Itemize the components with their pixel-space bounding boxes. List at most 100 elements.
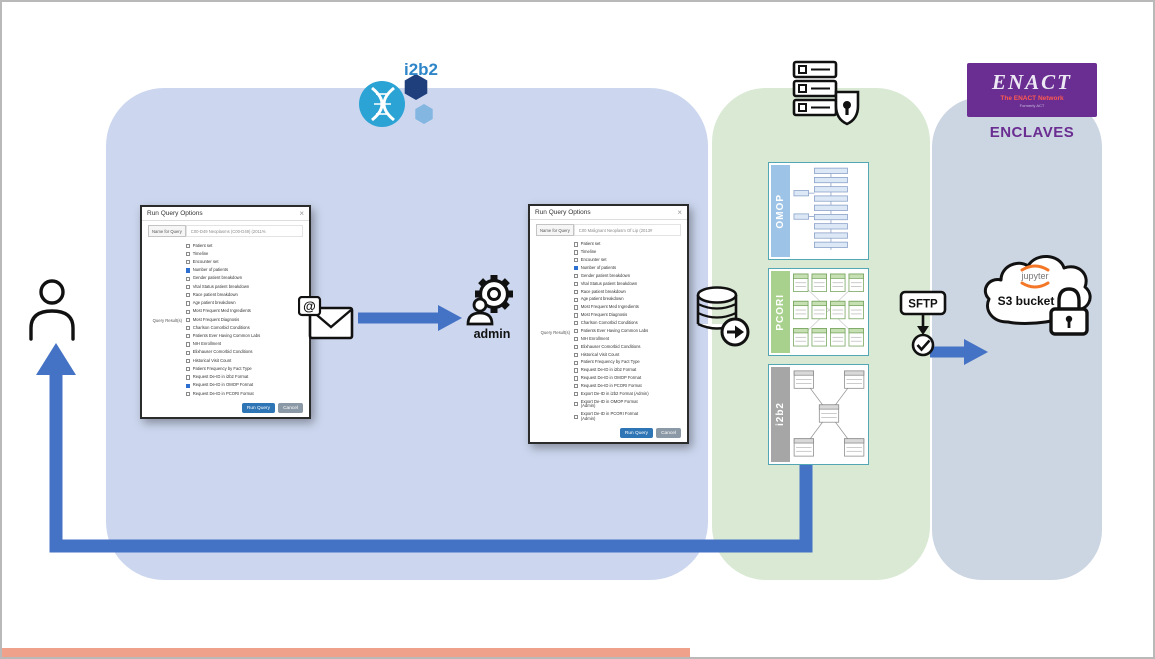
query-result-option[interactable]: Patients Ever Having Common Labs [186,333,303,339]
checkbox-icon[interactable] [186,284,191,290]
checkbox-icon[interactable] [574,273,579,279]
query-result-option[interactable]: Race patient breakdown [574,289,681,295]
checkbox-icon[interactable] [574,297,579,302]
query-result-option[interactable]: Elixhauser Comorbid Conditions [186,350,303,355]
query-result-option[interactable]: Patient Frequency by Fact Type [186,366,303,372]
checkbox-icon[interactable] [574,414,579,419]
query-result-option[interactable]: Patient set [574,242,681,247]
checkbox-icon[interactable] [574,336,579,342]
query-result-option[interactable]: Race patient breakdown [186,292,303,298]
option-label: Export De-ID in OMOP Format (Admin) [580,398,638,409]
query-result-option[interactable]: Request De-ID in i2b2 Format [186,374,303,380]
query-result-option[interactable]: Age patient breakdown [186,301,303,306]
checkbox-icon[interactable] [186,342,191,347]
checkbox-icon[interactable] [186,367,191,372]
run-query-button[interactable]: Run Query [241,403,276,413]
query-result-option[interactable]: Request De-ID in OMOP Format [574,376,681,381]
checkbox-icon[interactable] [186,309,191,314]
checkbox-icon[interactable] [574,376,579,381]
jupyter-label: jupyter [1020,271,1048,281]
checkbox-icon[interactable] [574,281,579,287]
checkbox-icon[interactable] [574,250,579,255]
checkbox-icon[interactable] [186,276,191,281]
checkbox-icon[interactable] [186,293,191,298]
query-result-option[interactable]: Vital Status patient breakdown [574,281,681,287]
query-result-option[interactable]: Timeline [574,250,681,255]
enact-subtitle: The ENACT Network [1000,95,1064,102]
option-label: Timeline [580,249,597,255]
query-result-option[interactable]: Export De-ID in OMOP Format (Admin) [574,398,681,409]
checkbox-icon[interactable] [186,301,191,306]
query-result-option[interactable]: Export De-ID in PCORI Format (Admin) [574,411,681,421]
query-result-option[interactable]: Patient set [186,243,303,249]
checkbox-icon[interactable] [186,260,191,265]
checkbox-icon[interactable] [186,375,191,380]
checkbox-icon[interactable] [186,383,191,388]
query-result-option[interactable]: Age patient breakdown [574,297,681,302]
close-icon[interactable]: × [299,208,304,218]
query-result-option[interactable]: Export De-ID in i2b2 Format (Admin) [574,390,681,397]
checkbox-icon[interactable] [186,268,191,273]
checkbox-icon[interactable] [186,326,191,331]
query-result-option[interactable]: Encounter set [574,257,681,263]
checkbox-icon[interactable] [574,344,579,350]
cancel-button[interactable]: Cancel [278,403,303,413]
checkbox-icon[interactable] [186,391,191,396]
checkbox-icon[interactable] [574,402,579,407]
checkbox-icon[interactable] [186,243,191,248]
query-result-option[interactable]: Most Frequent Diagnosis [574,313,681,318]
query-result-option[interactable]: Most Frequent Diagnosis [186,317,303,323]
option-label: Gender patient breakdown [192,275,243,281]
query-result-option[interactable]: Encounter set [186,259,303,265]
checkbox-icon[interactable] [574,384,579,389]
query-result-option[interactable]: Elixhauser Comorbid Conditions [574,344,681,350]
checkbox-icon[interactable] [574,321,579,326]
option-label: NIH Enrollment [580,335,610,341]
query-result-option[interactable]: Patient Frequency by Fact Type [574,360,681,365]
option-label: Export De-ID in i2b2 Format (Admin) [580,390,649,396]
query-result-option[interactable]: Gender patient breakdown [186,276,303,281]
i2b2-logo-icon [359,74,433,127]
name-for-query-value[interactable]: C00-D49 Neoplasms (C00-D49) (2011% [185,225,303,237]
checkbox-icon[interactable] [574,305,579,310]
checkbox-icon[interactable] [574,258,579,263]
query-result-option[interactable]: Historical Visit Count [574,352,681,358]
enact-tagline: Formerly ACT [1019,103,1045,108]
checkbox-icon[interactable] [574,329,579,334]
query-result-option[interactable]: Gender patient breakdown [574,273,681,279]
checkbox-icon[interactable] [186,350,191,355]
checkbox-icon[interactable] [574,313,579,318]
query-result-option[interactable]: Vital Status patient breakdown [186,284,303,290]
checkbox-icon[interactable] [186,358,191,364]
checkbox-icon[interactable] [574,266,579,271]
checkbox-icon[interactable] [574,289,579,294]
query-result-option[interactable]: Historical Visit Count [186,358,303,364]
checkbox-icon[interactable] [186,317,191,322]
query-result-option[interactable]: Charlson Comorbid Conditions [574,320,681,326]
database-export [690,282,750,350]
name-for-query-value[interactable]: C00 Malignant Neoplasm Of Lip (2013# [573,224,681,236]
checkbox-icon[interactable] [574,352,579,357]
checkbox-icon[interactable] [574,242,579,247]
query-result-option[interactable]: Most Frequent Med Ingredients [186,309,303,314]
query-result-option[interactable]: Number of patients [186,268,303,273]
checkbox-icon[interactable] [574,360,579,365]
query-result-option[interactable]: NIH Enrollment [186,342,303,347]
query-result-option[interactable]: Number of patients [574,265,681,271]
query-result-option[interactable]: Request De-ID in i2b2 Format [574,368,681,373]
query-result-option[interactable]: Request De-ID in PCORI Format [574,383,681,389]
query-result-option[interactable]: Request De-ID in PCORI Format [186,391,303,397]
checkbox-icon[interactable] [186,252,191,257]
run-query-button[interactable]: Run Query [619,428,654,438]
cancel-button[interactable]: Cancel [656,428,681,438]
checkbox-icon[interactable] [574,368,579,373]
query-result-option[interactable]: Timeline [186,251,303,257]
close-icon[interactable]: × [677,207,682,217]
query-result-option[interactable]: NIH Enrollment [574,335,681,342]
query-result-option[interactable]: Most Frequent Med Ingredients [574,305,681,310]
query-result-option[interactable]: Patients Ever Having Common Labs [574,328,681,334]
query-result-option[interactable]: Request De-ID in OMOP Format [186,383,303,388]
checkbox-icon[interactable] [186,334,191,339]
checkbox-icon[interactable] [574,392,579,397]
query-result-option[interactable]: Charlson Comorbid Conditions [186,325,303,331]
